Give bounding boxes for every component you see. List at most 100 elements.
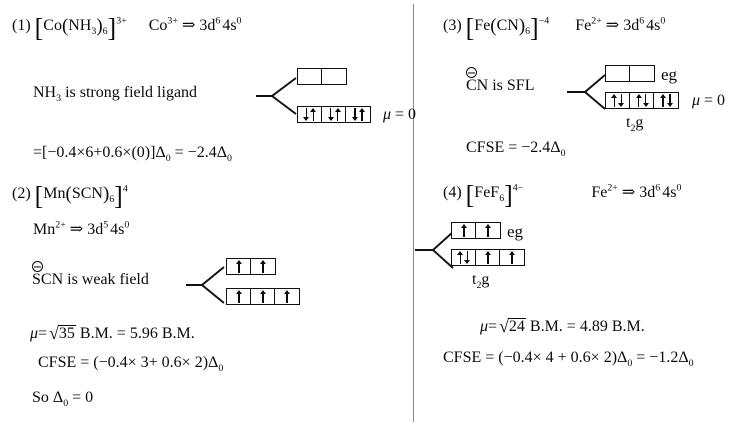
paren-close-icon: ) bbox=[518, 15, 526, 37]
problem-2-conclusion: So Δ0 = 0 bbox=[32, 390, 93, 409]
mu-radicand: 24 bbox=[507, 318, 526, 336]
problem-3-metal: Fe bbox=[474, 17, 491, 34]
orbital-electrons bbox=[635, 94, 649, 107]
problem-2-charge: 4 bbox=[122, 183, 128, 195]
orbital-box bbox=[250, 288, 277, 305]
mu-numeric: = 5.96 B.M. bbox=[112, 325, 195, 343]
electron-arrow-up-icon bbox=[334, 108, 341, 121]
electron-arrow-down-icon bbox=[327, 108, 334, 121]
anion-charge-wrapper: SCN bbox=[32, 261, 63, 288]
orbital-box bbox=[226, 258, 252, 275]
electron-arrow-up-icon bbox=[509, 251, 516, 264]
t2g-label-t: t bbox=[626, 114, 631, 131]
orbital-electrons bbox=[284, 290, 291, 303]
orbital-electrons bbox=[235, 260, 243, 273]
electron-arrow-down-icon bbox=[618, 94, 625, 107]
paren-open-icon: ( bbox=[490, 15, 497, 37]
square-root-icon: √24 bbox=[499, 316, 526, 336]
cfse-delta-sub: 0 bbox=[560, 148, 566, 160]
electron-arrow-up-icon bbox=[659, 94, 666, 107]
electron-arrow-up-icon bbox=[235, 290, 243, 303]
problem-1-ligand-statement: NH3 is strong field ligand bbox=[33, 84, 198, 105]
cfse-result-sub: 0 bbox=[688, 358, 694, 370]
problem-2-config-d-sup: 5 bbox=[103, 219, 109, 231]
problem-1-t2g-orbitals bbox=[297, 106, 372, 123]
problem-1-ligand-desc: is strong field ligand bbox=[61, 84, 198, 101]
orbital-box bbox=[475, 249, 502, 266]
problem-3-ligand-count: 6 bbox=[525, 26, 531, 38]
square-root-icon: √35 bbox=[49, 323, 76, 343]
problem-2-splitting-fork bbox=[186, 262, 230, 308]
electron-arrow-up-icon bbox=[485, 224, 492, 237]
problem-1-ligand-name-sub: 3 bbox=[56, 93, 62, 105]
cfse-result-sub: 0 bbox=[227, 153, 232, 165]
electron-arrow-up-icon bbox=[260, 290, 267, 303]
cfse-delta-sub: 0 bbox=[627, 358, 633, 370]
problem-2-ligand-desc: is weak field bbox=[63, 271, 149, 288]
orbital-electrons bbox=[460, 224, 468, 237]
paren-close-icon: ) bbox=[96, 15, 103, 37]
problem-3-config-d: 3d bbox=[623, 17, 640, 34]
orbital-box bbox=[345, 106, 372, 123]
orbital-box bbox=[605, 65, 631, 82]
problem-1-config-s: 4s bbox=[222, 17, 237, 34]
problem-4-eg-label: eg bbox=[507, 222, 524, 241]
orbital-electrons bbox=[303, 108, 317, 121]
electron-arrow-up-icon bbox=[457, 251, 464, 264]
orbital-box bbox=[451, 249, 477, 266]
mu-symbol: μ bbox=[480, 318, 489, 336]
problem-2-eg-orbitals bbox=[226, 258, 277, 275]
problem-3-charge: −4 bbox=[538, 15, 550, 27]
cfse-result: = −2.4Δ bbox=[170, 144, 228, 161]
negative-charge-icon bbox=[466, 67, 477, 78]
problem-2-metal: Mn bbox=[43, 185, 66, 202]
problem-1-config-d: 3d bbox=[199, 17, 216, 34]
cfse-label: CFSE bbox=[443, 349, 482, 366]
orbital-electrons bbox=[457, 251, 471, 264]
problem-2-number: (2) bbox=[12, 185, 31, 202]
problem-1-splitting-fork bbox=[256, 72, 300, 120]
orbital-box bbox=[321, 68, 348, 85]
problem-3-config-s-sup: 0 bbox=[660, 15, 666, 27]
mu-value: = 0 bbox=[704, 92, 726, 109]
problem-3-config-d-sup: 6 bbox=[639, 15, 645, 27]
bracket-open-icon: [ bbox=[465, 13, 475, 43]
mu-symbol: μ bbox=[383, 106, 392, 123]
orbital-box bbox=[226, 288, 252, 305]
problem-3-magnetic-moment: μ = 0 bbox=[692, 93, 725, 109]
problem-1-config-s-sup: 0 bbox=[236, 15, 242, 27]
problem-1-number: (1) bbox=[12, 17, 31, 34]
problem-3-t2g-label: t2g bbox=[626, 114, 644, 135]
column-divider bbox=[413, 4, 414, 422]
implies-icon: ⇒ bbox=[621, 184, 636, 201]
problem-2-ion: Mn bbox=[33, 221, 56, 238]
orbital-box bbox=[653, 92, 680, 109]
problem-1-metal: Co bbox=[43, 17, 62, 34]
problem-4-splitting-fork bbox=[415, 228, 457, 272]
orbital-box bbox=[297, 106, 323, 123]
problem-2-config-s-sup: 0 bbox=[124, 219, 130, 231]
electron-arrow-down-icon bbox=[642, 94, 649, 107]
paren-open-icon: ( bbox=[61, 15, 69, 37]
cfse-label: CFSE bbox=[38, 354, 77, 371]
t2g-label-g: g bbox=[635, 114, 644, 131]
t2g-label-sub: 2 bbox=[630, 123, 636, 135]
problem-4-cfse-line: CFSE = (−0.4× 4 + 0.6× 2)Δ0 = −1.2Δ0 bbox=[443, 349, 694, 370]
problem-4-ion: Fe bbox=[591, 184, 608, 201]
problem-3-eg-orbitals bbox=[605, 65, 656, 82]
problem-1-config-d-sup: 6 bbox=[215, 15, 221, 27]
cfse-expression: = (−0.4× 3+ 0.6× 2)Δ bbox=[76, 354, 219, 371]
problem-3-config-s: 4s bbox=[646, 17, 661, 34]
cfse-delta-sub: 0 bbox=[165, 153, 171, 165]
problem-4-config-d-sup: 6 bbox=[655, 182, 661, 194]
problem-4-metal: FeF bbox=[474, 184, 500, 201]
problem-2-title: (2) [Mn(SCN)6]4 bbox=[12, 183, 128, 209]
problem-2-t2g-orbitals bbox=[226, 288, 301, 305]
orbital-box bbox=[629, 92, 656, 109]
electron-arrow-up-icon bbox=[284, 290, 291, 303]
electron-arrow-up-icon bbox=[635, 94, 642, 107]
electron-arrow-up-icon bbox=[611, 94, 618, 107]
problem-2-cfse-line: CFSE = (−0.4× 3+ 0.6× 2)Δ0 bbox=[38, 354, 223, 374]
